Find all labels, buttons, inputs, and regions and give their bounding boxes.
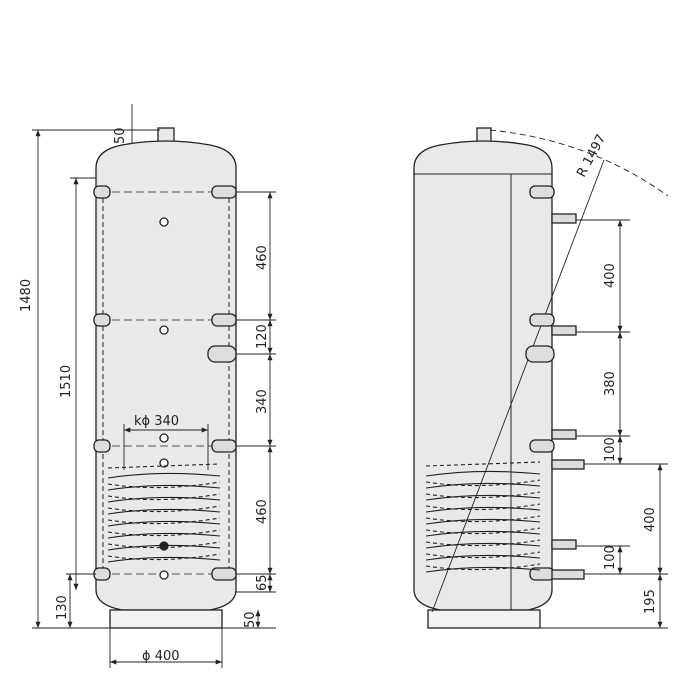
dim-1480: 1480 xyxy=(19,279,34,312)
left-dimensions xyxy=(32,104,276,668)
port-right-4 xyxy=(211,567,237,581)
dim-50-bottom: 50 xyxy=(243,611,258,628)
dim-radius: R 1497 xyxy=(574,132,609,180)
dim-340: 340 xyxy=(255,389,270,414)
right-coil xyxy=(425,461,541,573)
port-right-big xyxy=(207,345,237,363)
right-dimensions xyxy=(540,219,668,629)
dim-1510: 1510 xyxy=(59,365,74,398)
radius-line xyxy=(431,159,605,613)
sensor-6 xyxy=(159,570,169,580)
stub-4 xyxy=(551,459,585,470)
port-left-3 xyxy=(93,439,111,453)
stub-1 xyxy=(551,213,577,224)
port-right-3 xyxy=(211,439,237,453)
stub-2 xyxy=(551,325,577,336)
dim-130: 130 xyxy=(55,595,70,620)
dim-120: 120 xyxy=(255,324,270,349)
sensor-4 xyxy=(159,458,169,468)
sensor-3 xyxy=(159,433,169,443)
dim-400-a: 400 xyxy=(603,263,618,288)
dim-195: 195 xyxy=(643,589,658,614)
port-left-2 xyxy=(93,313,111,327)
port-left-4 xyxy=(93,567,111,581)
left-inner-wall xyxy=(102,190,230,582)
dim-base-diameter: ϕ 400 xyxy=(142,649,180,664)
sensor-1 xyxy=(159,217,169,227)
dim-100-b: 100 xyxy=(603,545,618,570)
right-tank-body xyxy=(413,140,553,611)
left-base xyxy=(109,609,223,629)
right-view: R 1497 400 380 100 400 100 195 xyxy=(413,127,669,629)
left-view: 50 1480 1510 130 460 120 340 460 65 50 k… xyxy=(19,104,276,668)
dim-460-a: 460 xyxy=(255,245,270,270)
dim-100-a: 100 xyxy=(603,437,618,462)
radius-arc xyxy=(489,129,669,197)
dim-65: 65 xyxy=(255,574,270,591)
dim-380: 380 xyxy=(603,371,618,396)
stub-3 xyxy=(551,429,577,440)
left-tank-body xyxy=(95,140,237,611)
stub-6 xyxy=(551,569,585,580)
port-right-2 xyxy=(211,313,237,327)
stub-5 xyxy=(551,539,577,550)
dim-460-b: 460 xyxy=(255,499,270,524)
port-left-1 xyxy=(93,185,111,199)
left-coil xyxy=(107,463,221,563)
dim-coil-diameter: kϕ 340 xyxy=(134,414,179,429)
sensor-2 xyxy=(159,325,169,335)
right-base xyxy=(427,609,541,629)
dim-400-b: 400 xyxy=(643,507,658,532)
dim-50-top: 50 xyxy=(113,127,128,144)
port-right-1 xyxy=(211,185,237,199)
